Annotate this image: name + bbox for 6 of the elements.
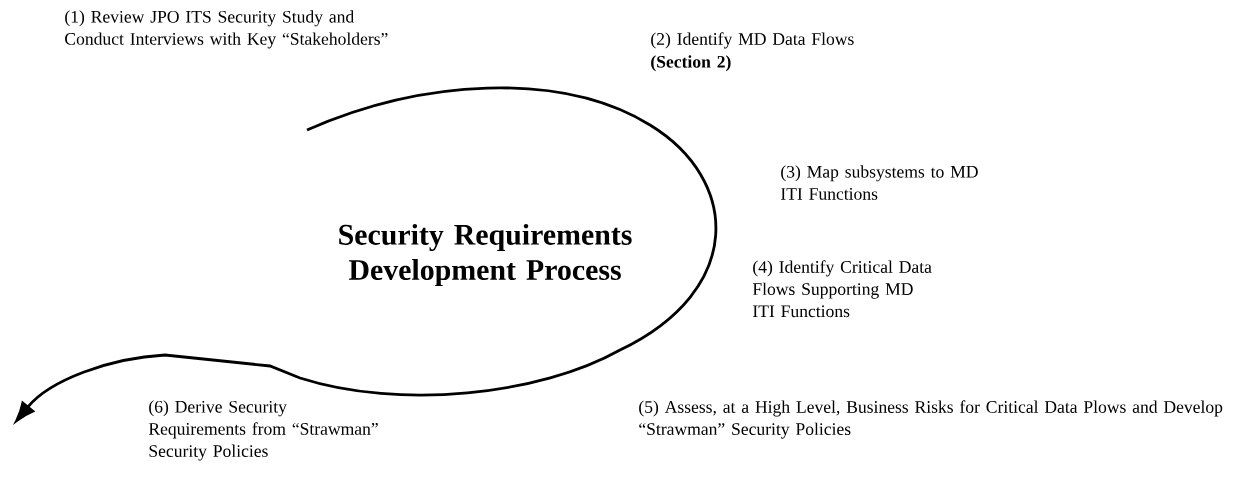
step-label: (4) Identify Critical Data Flows Supporting MD ITI Functions	[752, 260, 932, 318]
step-label: (Section 2)	[651, 55, 731, 72]
step-label: (1) Review JPO ITS Security Study and Conduct Interviews with Key “Stakeholders”	[65, 10, 388, 49]
step-label: (3) Map subsystems to MD ITI Functions	[781, 165, 978, 200]
step-label: (2) Identify MD Data Flows	[651, 32, 854, 49]
step-label: (5) Assess, at a High Level, Business Risks for Critical Data Plows and Develop “Strawman” Security Policies	[639, 400, 1223, 439]
